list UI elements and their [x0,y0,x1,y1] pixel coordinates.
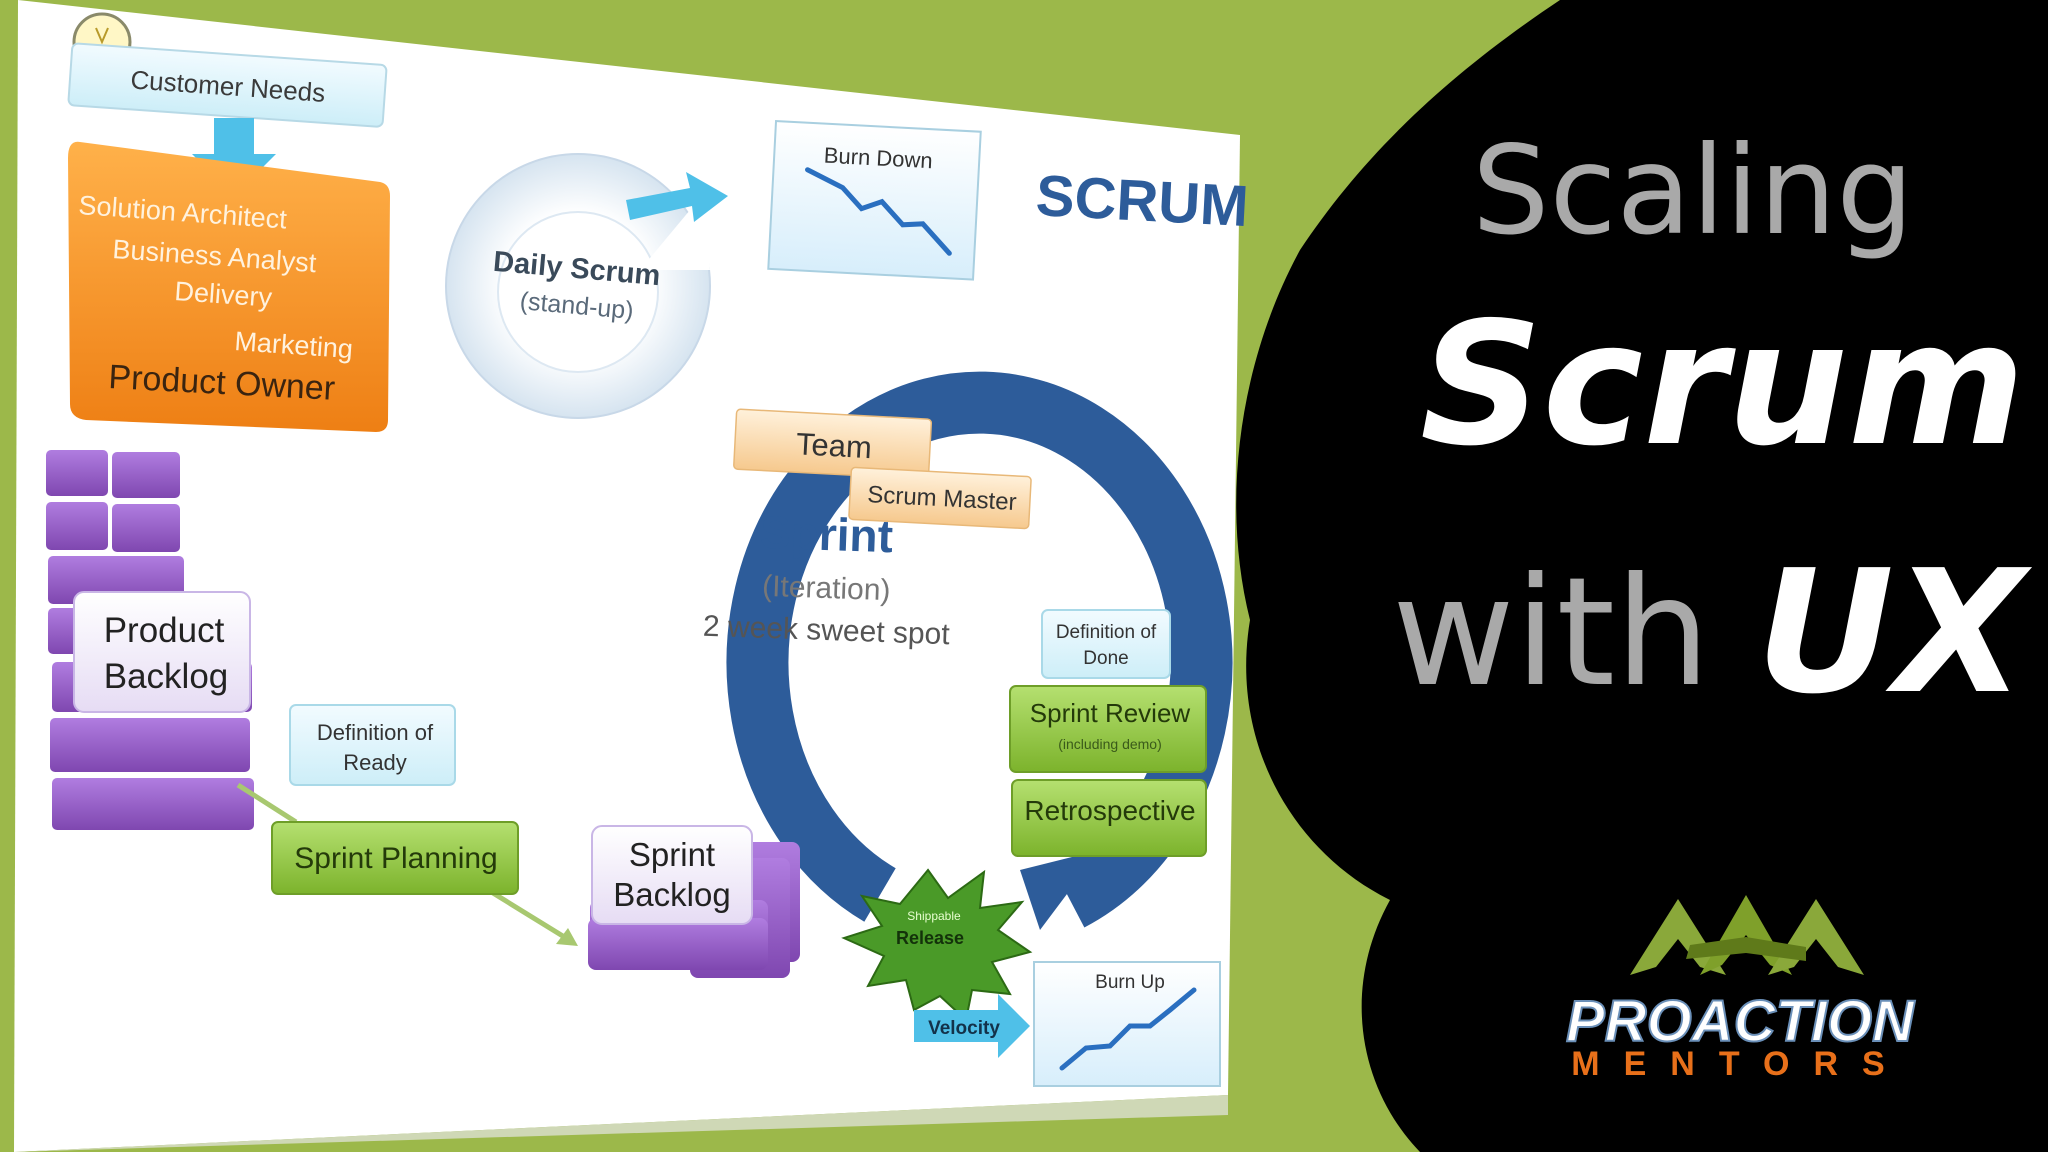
product-backlog-line1: Product [104,611,225,650]
burn-down-line [805,167,952,256]
product-owner-box: Solution Architect Business Analyst Deli… [68,141,390,433]
definition-of-ready-box: Definition of Ready [289,704,456,786]
release-starburst: Shippable Release [841,868,1033,1022]
team-label: Team [795,426,873,465]
definition-of-ready-line1: Definition of [317,720,434,745]
burn-up-chart: Burn Up [1033,961,1221,1087]
sprint-backlog-line1: Sprint [629,836,715,873]
retrospective-box: Retrospective [1011,779,1207,857]
proaction-mentors-logo: PROACTION MENTORS [1565,895,1916,1083]
scrum-heading: SCRUM [1034,163,1250,239]
sprint-review-subtitle: (including demo) [1058,736,1162,752]
title-line-scaling: Scaling [1472,120,1914,262]
customer-needs-box: Customer Needs [67,42,388,128]
team-box: Team [733,408,933,480]
sprint-review-box: Sprint Review (including demo) [1009,685,1207,773]
sprint-backlog-stack: Sprint Backlog [588,825,800,978]
definition-of-ready-line2: Ready [343,750,407,775]
sprint-subtitle: (Iteration) [762,570,891,607]
product-backlog-stack: Product Backlog [46,450,254,830]
velocity-label: Velocity [928,1018,1000,1039]
arrow-right-icon [626,172,728,222]
sprint-review-label: Sprint Review [1030,698,1191,728]
burn-down-label: Burn Down [823,143,933,174]
release-label: Release [896,928,964,948]
sprint-backlog-line2: Backlog [613,876,730,913]
burn-up-line [1059,987,1197,1071]
sprint-planning-label: Sprint Planning [294,842,497,875]
sprint-planning-box: Sprint Planning [271,821,519,895]
title-word-ux: UX [1756,534,2026,732]
daily-scrum-cycle: Daily Scrum (stand-up) [445,153,711,419]
backlog-to-planning-arrow [236,782,298,825]
release-small-label: Shippable [907,909,961,923]
down-arrow-icon [192,118,276,196]
logo-mentors: MENTORS [1571,1045,1908,1083]
arrow-head-icon [556,928,578,946]
definition-of-done-line2: Done [1083,648,1128,669]
definition-of-done-box: Definition of Done [1041,609,1171,679]
scrum-master-box: Scrum Master [848,466,1032,530]
definition-of-done-line1: Definition of [1056,622,1157,643]
role-label-delivery: Delivery [174,276,274,313]
title-line-scrum: Scrum [1420,286,2026,484]
logo-proaction: PROACTION [1566,989,1915,1054]
title-word-with: with [1392,546,1711,720]
product-backlog-line2: Backlog [104,657,229,696]
retrospective-label: Retrospective [1024,795,1195,826]
burn-up-label: Burn Up [1095,972,1165,993]
velocity-arrow: Velocity [914,994,1030,1058]
sprint-title: Sprint [759,506,894,563]
burn-down-chart: Burn Down [767,119,982,281]
